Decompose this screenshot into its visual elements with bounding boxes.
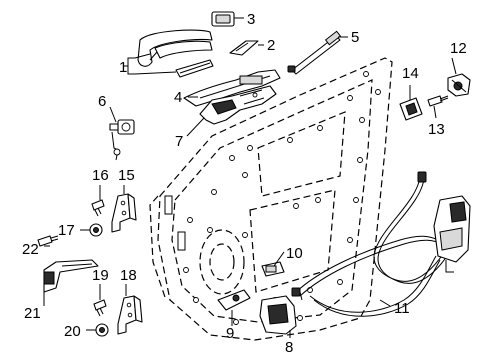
callout-17: 17	[58, 222, 75, 239]
callout-10: 10	[286, 245, 303, 262]
door-check	[43, 259, 99, 293]
callout-18: 18	[120, 267, 137, 284]
callout-12: 12	[450, 40, 467, 57]
nut-lower	[95, 323, 109, 337]
striker-bolt	[427, 95, 449, 107]
door-inner-panel	[149, 57, 393, 341]
handle-frame	[183, 69, 281, 107]
inside-handle	[259, 291, 303, 335]
callout-1: 1	[119, 59, 127, 76]
door-check-bolt	[37, 235, 59, 247]
striker	[447, 73, 471, 97]
lower-hinge	[117, 295, 143, 335]
outside-handle-gasket	[175, 59, 214, 78]
callout-8: 8	[285, 339, 293, 356]
latch-cables	[291, 171, 453, 317]
callout-11: 11	[394, 300, 410, 317]
callout-labels: 1 2 3 4 5 6 7 8 9 10 11 12 13 14 15 16 1…	[22, 11, 467, 356]
upper-hinge	[111, 193, 137, 233]
actuator	[261, 261, 285, 277]
leader-lines	[43, 17, 457, 338]
lock-cylinder	[109, 119, 135, 161]
lock-cover	[399, 97, 423, 121]
callout-6: 6	[98, 93, 106, 110]
callout-21: 21	[24, 305, 41, 322]
handle-escutcheon	[229, 40, 259, 56]
outside-handle	[137, 29, 213, 67]
handle-rod	[287, 30, 342, 75]
handle-carrier	[199, 85, 277, 125]
callout-13: 13	[428, 121, 445, 138]
callout-14: 14	[402, 65, 419, 82]
hinge-bolt-lower	[93, 299, 107, 317]
callout-2: 2	[267, 37, 275, 54]
handle-cap	[211, 11, 235, 27]
callout-4: 4	[174, 89, 182, 106]
callout-3: 3	[247, 11, 255, 28]
lock-switch	[217, 289, 251, 311]
callout-19: 19	[92, 267, 109, 284]
callout-5: 5	[351, 29, 359, 46]
callout-22: 22	[22, 241, 39, 258]
callout-20: 20	[64, 323, 81, 340]
callout-7: 7	[175, 133, 183, 150]
callout-15: 15	[118, 167, 135, 184]
hinge-bolt-upper	[91, 199, 105, 217]
door-latch	[433, 195, 471, 273]
callout-16: 16	[92, 167, 109, 184]
callout-9: 9	[226, 325, 234, 342]
nut-upper	[89, 223, 103, 237]
